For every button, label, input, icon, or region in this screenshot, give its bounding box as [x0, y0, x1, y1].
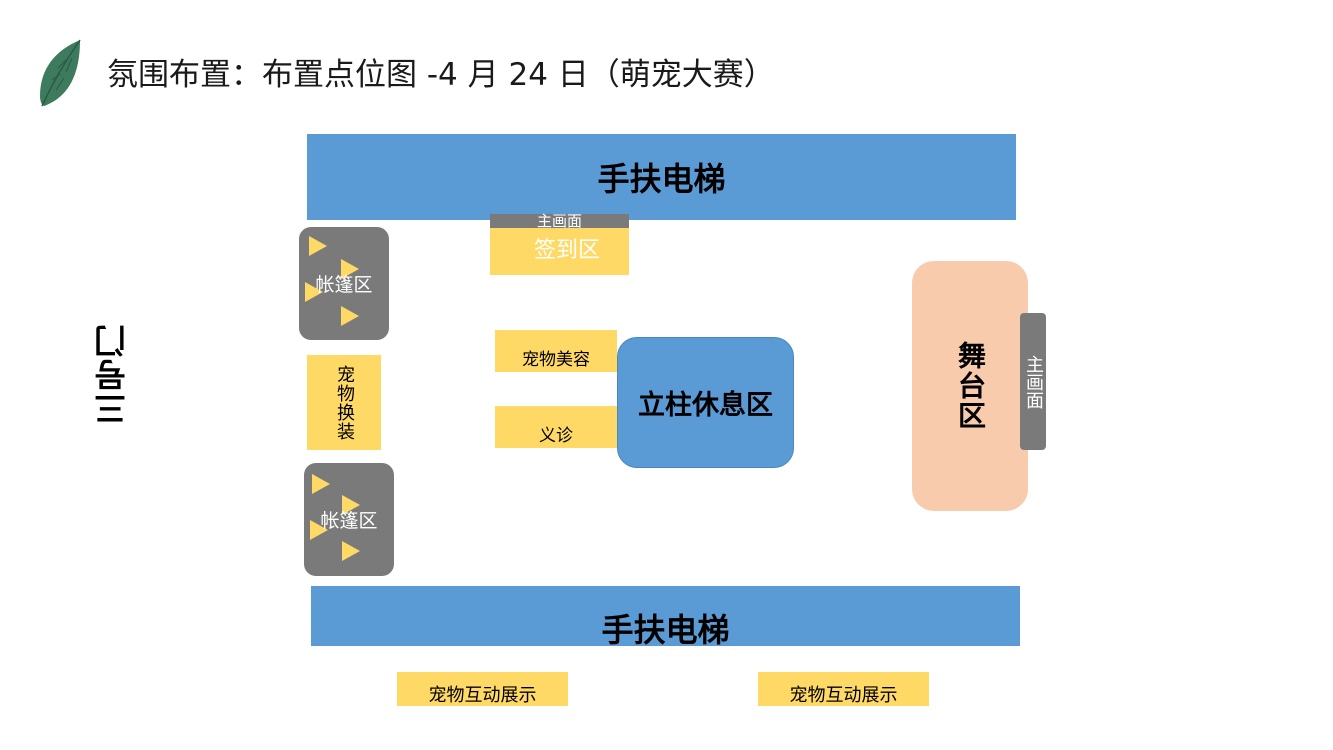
stage-area: 舞台区: [912, 261, 1028, 511]
play-triangle-icon: [341, 259, 359, 279]
stage-screen: 主画面: [1020, 313, 1046, 450]
play-triangle-icon: [309, 236, 327, 256]
leaf-icon: [40, 39, 81, 107]
tent-bottom-label: 帐篷区: [320, 509, 378, 532]
stage-screen-label: 主画面: [1023, 354, 1044, 409]
showcase-area-right: 宠物互动展示: [758, 672, 929, 706]
play-triangle-icon: [305, 282, 323, 302]
signin-area: 主画面 签到区: [490, 214, 629, 275]
escalator-top: 手扶电梯: [307, 134, 1016, 220]
rest-area-label: 立柱休息区: [638, 390, 773, 421]
grooming-area: 宠物美容: [495, 330, 617, 372]
rest-area: 立柱休息区: [617, 337, 794, 468]
tent-top-label: 帐篷区: [315, 273, 373, 296]
door-label: 三号门: [93, 323, 131, 425]
costume-label: 宠物换装: [334, 364, 355, 441]
grooming-label: 宠物美容: [522, 349, 590, 370]
page-title: 氛围布置：布置点位图 -4 月 24 日（萌宠大赛）: [107, 57, 775, 93]
signin-screen-label: 主画面: [536, 212, 582, 230]
tent-area-top: 帐篷区: [299, 227, 389, 340]
clinic-area: 义诊: [495, 406, 617, 448]
stage-label: 舞台区: [954, 341, 987, 431]
showcase-left-label: 宠物互动展示: [428, 685, 537, 706]
play-triangle-icon: [342, 495, 360, 515]
showcase-area-left: 宠物互动展示: [397, 672, 568, 706]
signin-label: 签到区: [533, 238, 600, 263]
play-triangle-icon: [342, 541, 360, 561]
escalator-top-label: 手扶电梯: [597, 160, 726, 198]
costume-area: 宠物换装: [307, 355, 381, 450]
showcase-right-label: 宠物互动展示: [789, 685, 898, 706]
play-triangle-icon: [341, 306, 359, 326]
escalator-bottom-label: 手扶电梯: [601, 611, 730, 649]
signin-screen: 主画面: [490, 212, 629, 230]
escalator-bottom: 手扶电梯: [311, 586, 1020, 649]
play-triangle-icon: [312, 474, 330, 494]
tent-area-bottom: 帐篷区: [304, 463, 394, 576]
play-triangle-icon: [310, 520, 328, 540]
clinic-label: 义诊: [539, 425, 573, 446]
